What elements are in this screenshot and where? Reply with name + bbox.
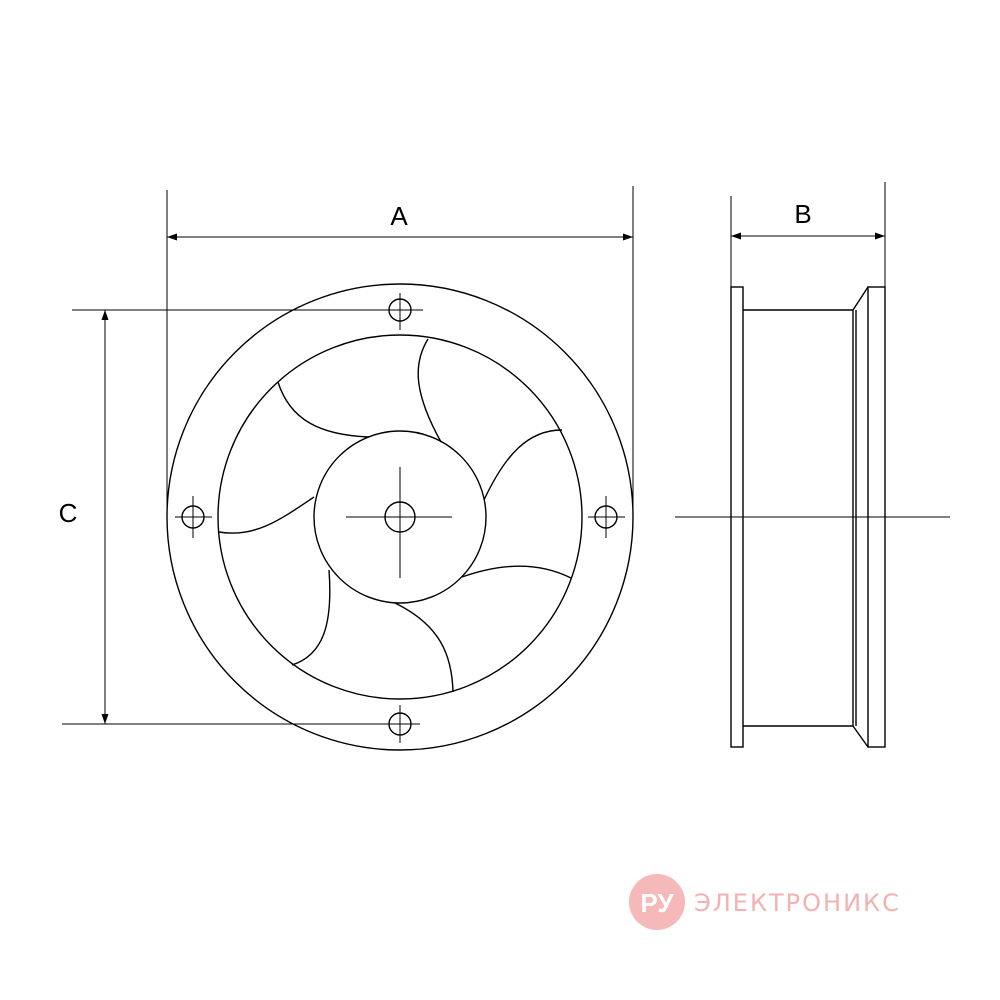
hub-circle: [313, 430, 487, 604]
fan-blades: [218, 338, 572, 693]
blade: [218, 496, 315, 534]
side-view: [675, 286, 950, 748]
blade: [483, 429, 563, 501]
dimension-b: [730, 182, 886, 287]
inner-frame-ring: [217, 334, 583, 700]
body-taper-top: [852, 286, 869, 311]
blade: [461, 565, 572, 579]
dimension-label-c: C: [59, 498, 78, 528]
dimension-c: [62, 309, 423, 725]
mounting-hole-left: [175, 496, 212, 538]
watermark-logo: [629, 874, 685, 930]
dimension-label-a: A: [390, 201, 408, 231]
watermark: РУ ЭЛЕКТРОНИКС: [629, 874, 901, 930]
front-view: [166, 283, 634, 751]
mounting-hole-right: [588, 496, 625, 538]
outer-frame-ring: [166, 283, 634, 751]
watermark-logo-text: РУ: [640, 888, 674, 918]
body-taper-bottom: [852, 725, 869, 748]
mounting-hole-top: [388, 293, 412, 330]
dimension-label-b: B: [794, 199, 811, 229]
dimension-a: [166, 186, 634, 515]
watermark-brand-text: ЭЛЕКТРОНИКС: [694, 889, 901, 917]
blade: [291, 569, 331, 666]
blade: [417, 338, 442, 443]
blade: [277, 381, 370, 438]
blade: [394, 602, 454, 693]
